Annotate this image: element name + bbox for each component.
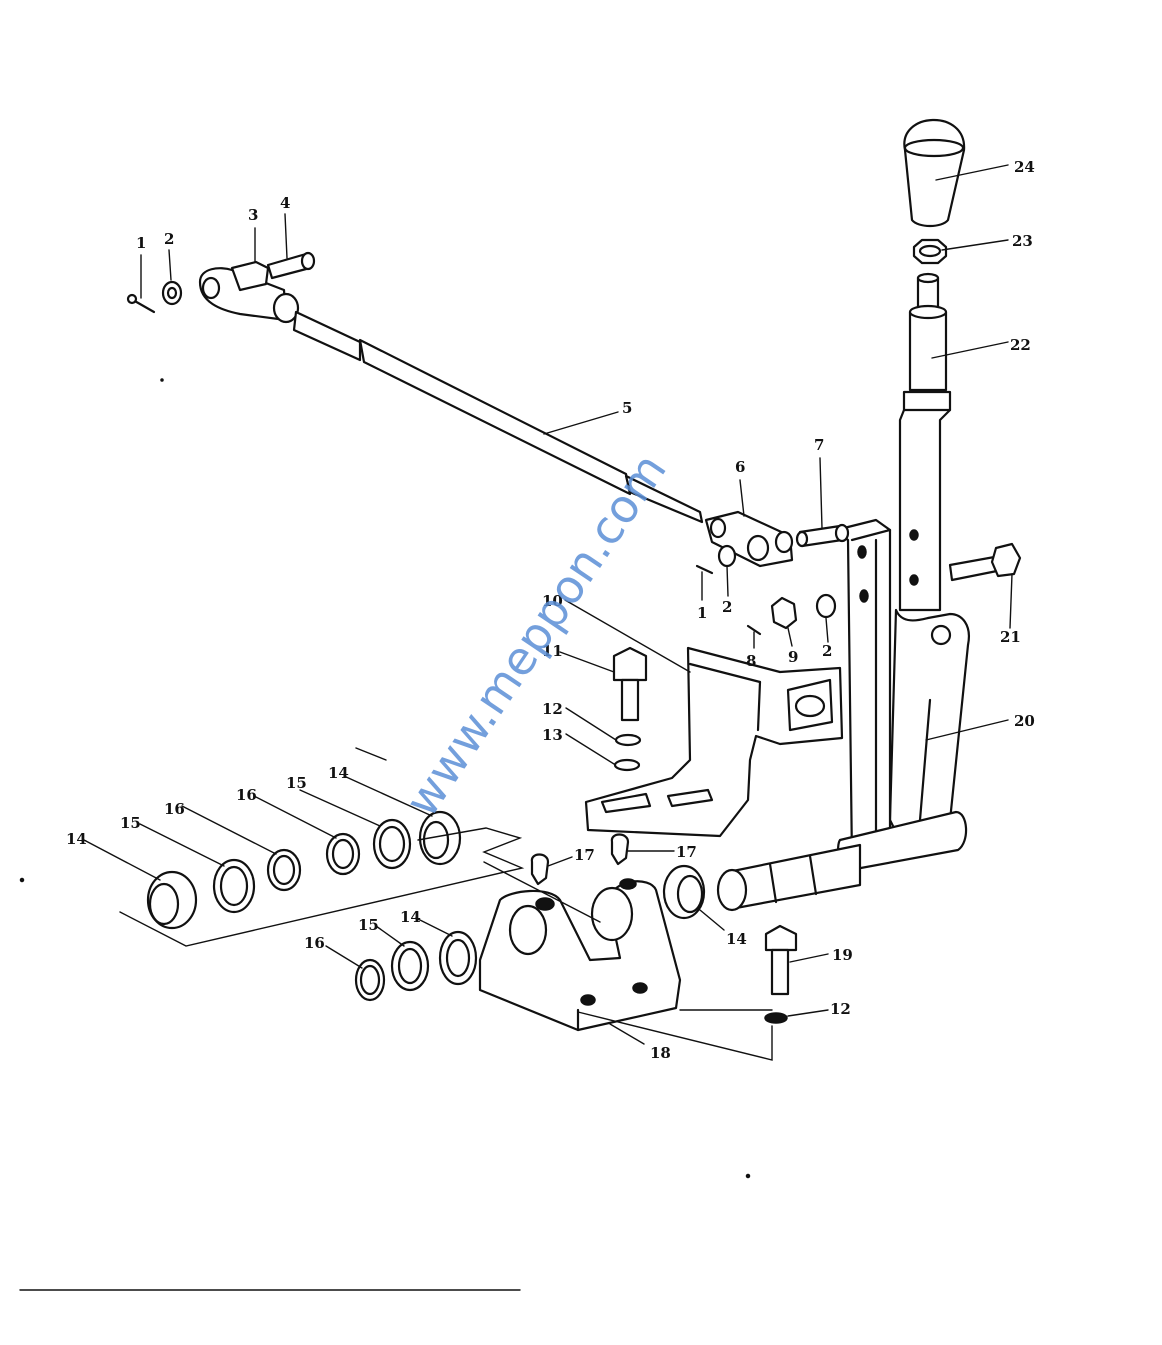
grease-fittings-part: [530, 833, 630, 886]
callout-14: 14: [328, 764, 349, 782]
leader-lines: [83, 164, 1013, 1045]
knob-nut-part: [912, 238, 948, 265]
callout-6: 6: [735, 458, 745, 476]
callout-2: 2: [164, 230, 174, 248]
bushings-and-rings-part: [146, 810, 706, 1002]
callout-18: 18: [650, 1044, 671, 1062]
callout-14: 14: [726, 930, 747, 948]
knob-part: [903, 118, 966, 228]
assembly-lines: [19, 747, 773, 1291]
housing-bolt-part: [764, 924, 798, 1024]
support-frame-part: [834, 518, 968, 872]
callout-22: 22: [1010, 336, 1031, 354]
bracket-washers-part: [613, 733, 642, 772]
callout-14: 14: [66, 830, 87, 848]
callout-19: 19: [832, 946, 853, 964]
callout-12: 12: [542, 700, 563, 718]
side-bolt-part: [948, 542, 1022, 582]
lever-bracket-part: [888, 608, 970, 842]
callout-24: 24: [1014, 158, 1035, 176]
callout-11: 11: [542, 642, 563, 660]
callout-4: 4: [280, 194, 290, 212]
callout-20: 20: [1014, 712, 1035, 730]
callout-1: 1: [136, 234, 146, 252]
callout-12: 12: [830, 1000, 851, 1018]
callout-2: 2: [722, 598, 732, 616]
callout-9: 9: [788, 648, 798, 666]
callout-23: 23: [1012, 232, 1033, 250]
callout-15: 15: [286, 774, 307, 792]
scan-specks: [19, 378, 751, 1179]
bracket-bolt-part: [612, 646, 648, 722]
callout-14: 14: [400, 908, 421, 926]
callout-15: 15: [358, 916, 379, 934]
callout-17: 17: [676, 843, 697, 861]
callout-3: 3: [248, 206, 258, 224]
callout-5: 5: [622, 399, 632, 417]
callout-16: 16: [304, 934, 325, 952]
rear-clevis-part: [695, 510, 794, 575]
pivot-shaft-part: [716, 843, 862, 912]
clevis-pin-part: [795, 523, 850, 548]
mounting-bracket-part: [584, 646, 844, 838]
callout-labels: 1 2 3 4 5 6 7 1 2 8 9 2 10 11 12 13 14 1…: [66, 158, 1035, 1062]
callout-21: 21: [1000, 628, 1021, 646]
callout-10: 10: [542, 592, 563, 610]
bearing-housing-part: [478, 878, 682, 1032]
callout-2: 2: [822, 642, 832, 660]
callout-16: 16: [164, 800, 185, 818]
callout-1: 1: [697, 604, 707, 622]
control-rod-part: [292, 310, 704, 524]
callout-15: 15: [120, 814, 141, 832]
nut-and-washer-part: [746, 593, 837, 636]
front-clevis-part: [126, 251, 316, 324]
callout-7: 7: [814, 436, 824, 454]
callout-17: 17: [574, 846, 595, 864]
callout-8: 8: [746, 652, 756, 670]
callout-13: 13: [542, 726, 563, 744]
callout-16: 16: [236, 786, 257, 804]
gear-lever-part: [898, 272, 952, 612]
